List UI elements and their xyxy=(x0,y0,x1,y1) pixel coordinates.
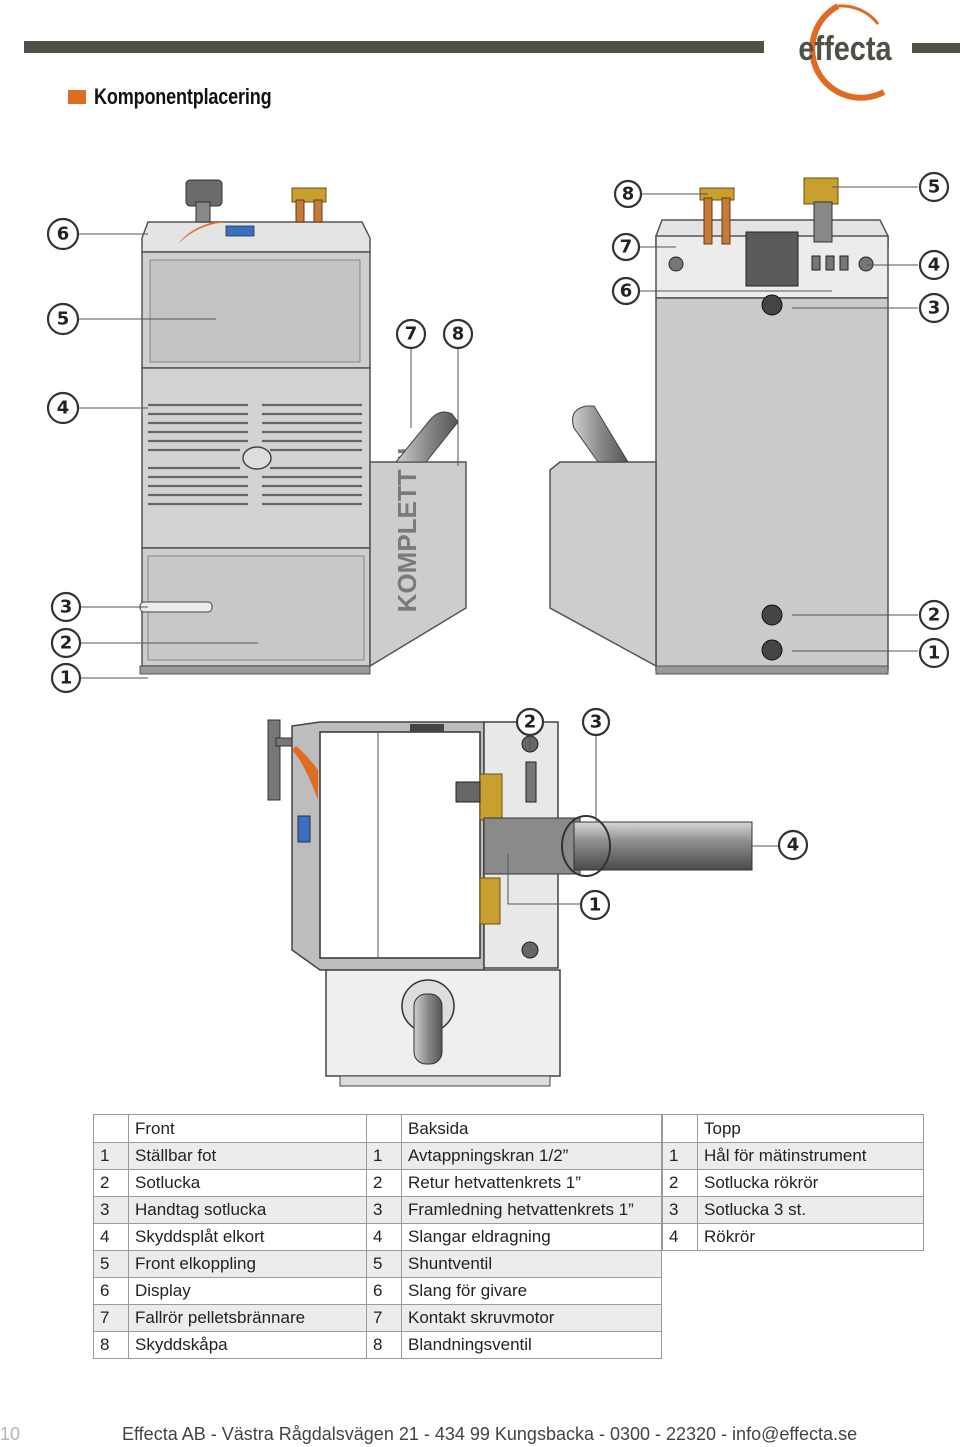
back-callout-7: 7 xyxy=(611,232,641,262)
svg-text:7: 7 xyxy=(620,237,633,258)
legend-header-top: Topp xyxy=(697,1114,924,1143)
header-bar xyxy=(24,41,764,53)
effecta-logo: effecta xyxy=(798,3,892,101)
front-callout-1: 1 xyxy=(50,662,82,694)
top-callout-2: 2 xyxy=(515,707,545,737)
heading-bullet xyxy=(68,90,86,104)
svg-text:4: 4 xyxy=(787,835,800,856)
svg-text:3: 3 xyxy=(590,712,603,733)
top-callout-4: 4 xyxy=(777,829,809,861)
svg-text:3: 3 xyxy=(928,298,941,319)
front-callout-6: 6 xyxy=(46,217,80,251)
footer-address: Effecta AB - Västra Rågdalsvägen 21 - 43… xyxy=(122,1424,858,1444)
section-heading: Komponentplacering xyxy=(68,84,310,110)
svg-text:6: 6 xyxy=(57,224,70,245)
svg-text:8: 8 xyxy=(622,184,635,205)
back-callout-8: 8 xyxy=(613,179,643,209)
top-view xyxy=(267,719,778,1087)
header-bar-right xyxy=(912,43,960,53)
top-callout-1: 1 xyxy=(579,889,611,921)
svg-text:1: 1 xyxy=(589,895,602,916)
back-callout-5: 5 xyxy=(918,171,950,203)
svg-text:7: 7 xyxy=(405,324,418,345)
front-view: KOMPLETT II xyxy=(78,179,467,679)
svg-text:4: 4 xyxy=(928,255,941,276)
page-number: 10 xyxy=(0,1424,21,1444)
back-callout-1: 1 xyxy=(918,637,950,669)
svg-text:2: 2 xyxy=(60,633,73,654)
svg-text:2: 2 xyxy=(524,712,537,733)
top-callout-3: 3 xyxy=(581,707,611,737)
svg-text:4: 4 xyxy=(57,398,70,419)
front-callout-7: 7 xyxy=(395,318,427,350)
page-title: Komponentplacering xyxy=(94,84,272,109)
logo-text: effecta xyxy=(798,29,892,68)
svg-text:1: 1 xyxy=(60,668,73,689)
komplett-label: KOMPLETT II xyxy=(392,448,422,613)
back-callout-3: 3 xyxy=(918,292,950,324)
top-callouts: 2 3 4 1 xyxy=(515,707,809,921)
back-callout-2: 2 xyxy=(918,599,950,631)
svg-text:3: 3 xyxy=(60,597,73,618)
svg-text:1: 1 xyxy=(928,643,941,664)
back-callout-4: 4 xyxy=(918,249,950,281)
back-callout-6: 6 xyxy=(611,276,641,306)
front-callout-8: 8 xyxy=(442,318,474,350)
svg-text:5: 5 xyxy=(928,177,941,198)
legend-header-front: Front xyxy=(128,1114,367,1143)
legend-header-back: Baksida xyxy=(401,1114,662,1143)
back-view xyxy=(549,177,918,675)
front-callout-5: 5 xyxy=(46,302,80,336)
svg-text:5: 5 xyxy=(57,309,70,330)
front-callout-3: 3 xyxy=(50,591,82,623)
front-callout-4: 4 xyxy=(46,391,80,425)
front-callout-2: 2 xyxy=(50,627,82,659)
svg-text:2: 2 xyxy=(928,605,941,626)
boiler-drawings: KOMPLETT II 6 5 4 3 2 1 7 8 xyxy=(46,171,950,1087)
svg-text:8: 8 xyxy=(452,324,465,345)
back-callouts: 8 7 6 5 4 3 2 1 xyxy=(611,171,950,669)
svg-text:6: 6 xyxy=(620,281,633,302)
front-callouts: 6 5 4 3 2 1 7 8 xyxy=(46,217,474,694)
